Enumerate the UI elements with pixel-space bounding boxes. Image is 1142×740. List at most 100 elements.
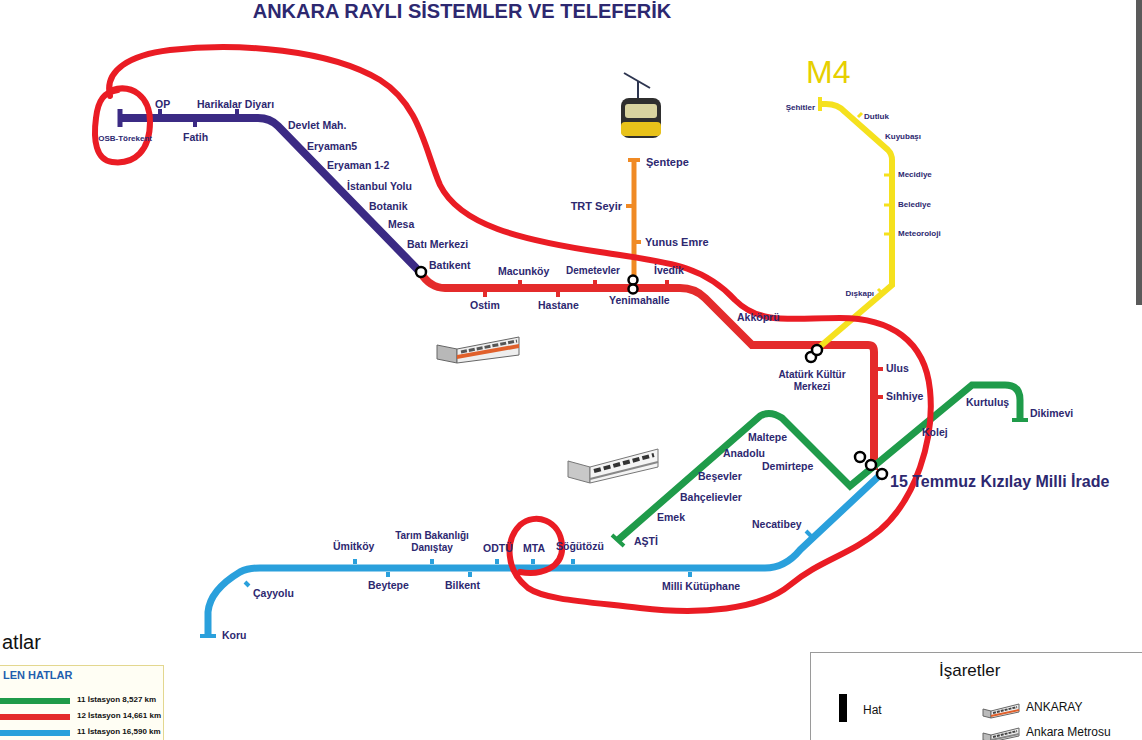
train-front bbox=[568, 461, 590, 483]
legend-label: Hat bbox=[863, 704, 882, 718]
rail-line bbox=[618, 385, 1020, 540]
station-name: Söğütözü bbox=[556, 540, 604, 552]
legend-symbol bbox=[981, 725, 1021, 740]
hanger bbox=[637, 81, 639, 99]
train-front bbox=[983, 709, 991, 718]
station-name: Maltepe bbox=[748, 431, 787, 443]
legend-label: 12 İstasyon 14,661 km bbox=[77, 711, 161, 720]
station-name: Atatürk Kültür Merkezi bbox=[770, 369, 854, 392]
station-name: Mesa bbox=[388, 218, 414, 230]
station-name: Ostim bbox=[470, 299, 500, 311]
station-name: Ümitköy bbox=[333, 540, 374, 552]
station-name: İstanbul Yolu bbox=[347, 180, 412, 192]
legend-panel: İşaretlerHat ANKARAY Ankara Metrosu bbox=[810, 652, 1142, 740]
station-name: Necatibey bbox=[752, 518, 802, 530]
transfer-ring bbox=[877, 469, 887, 479]
station-name: Beytepe bbox=[368, 579, 409, 591]
legend-label: ANKARAY bbox=[1026, 701, 1082, 715]
station-name: Anadolu bbox=[723, 447, 765, 459]
train-side bbox=[457, 337, 519, 363]
annotation-loop bbox=[109, 47, 931, 611]
gondola-base bbox=[621, 122, 661, 136]
gondola-body bbox=[621, 98, 661, 138]
line-symbol bbox=[839, 694, 847, 722]
station-name: Mecidiye bbox=[898, 170, 932, 179]
edge-strip bbox=[1136, 0, 1142, 305]
station-name: OSB-Törekent bbox=[98, 134, 152, 143]
station-name: Bilkent bbox=[445, 579, 480, 591]
rail-line bbox=[816, 104, 892, 350]
station-name: Yunus Emre bbox=[645, 236, 709, 249]
transfer-ring bbox=[416, 267, 426, 277]
legend-label: Ankara Metrosu bbox=[1026, 726, 1111, 740]
station-name: Batı Merkezi bbox=[407, 238, 468, 250]
station-name: Macunköy bbox=[498, 265, 549, 277]
station-name: Akköprü bbox=[737, 311, 780, 323]
station-name: Şentepe bbox=[646, 156, 689, 169]
train-stripe bbox=[590, 462, 658, 479]
station-tick bbox=[858, 113, 889, 293]
station-tick bbox=[245, 531, 811, 586]
panel-heading: İşaretler bbox=[939, 661, 1000, 681]
rail-line bbox=[632, 160, 637, 288]
station-tick bbox=[626, 206, 641, 242]
station-name: Kuyubaşı bbox=[885, 132, 921, 141]
section-heading: atlar bbox=[2, 631, 41, 654]
line-name: M4 bbox=[806, 54, 850, 91]
train-icon bbox=[437, 337, 519, 363]
train-windows bbox=[594, 455, 654, 471]
train-front bbox=[983, 733, 991, 740]
station-tick bbox=[485, 280, 883, 397]
station-name: Kolej bbox=[922, 426, 948, 438]
train-windows bbox=[461, 341, 517, 352]
legend-symbol bbox=[981, 701, 1021, 729]
transfer-rings bbox=[416, 267, 887, 479]
train-side bbox=[590, 449, 658, 483]
train-windows bbox=[993, 707, 1017, 713]
station-name: Belediye bbox=[898, 200, 931, 209]
station-name: Yenimahalle bbox=[609, 294, 670, 306]
legend-panel: LEN HATLAR 11 İstasyon 8,527 km 12 İstasyo… bbox=[0, 665, 164, 740]
station-name: ODTÜ bbox=[483, 542, 513, 554]
transfer-ring bbox=[812, 345, 822, 355]
gondola-window bbox=[625, 104, 657, 118]
station-name: TRT Seyir bbox=[571, 200, 622, 213]
station-name: Eryaman5 bbox=[307, 140, 357, 152]
station-name: Sıhhiye bbox=[886, 390, 923, 402]
station-name: Demetevler bbox=[566, 265, 620, 277]
legend-label: 11 İstasyon 8,527 km bbox=[77, 695, 156, 704]
station-name: Hastane bbox=[538, 299, 579, 311]
legend-swatch bbox=[0, 714, 70, 720]
station-tick bbox=[160, 109, 237, 127]
station-name: İvedik bbox=[654, 264, 684, 276]
station-name: Demirtepe bbox=[762, 460, 813, 472]
station-name: Emek bbox=[657, 511, 685, 523]
train-side bbox=[991, 728, 1019, 740]
station-name: AŞTİ bbox=[634, 535, 658, 547]
transfer-ring bbox=[629, 276, 638, 285]
legend-swatch bbox=[0, 730, 70, 736]
station-name: Ulus bbox=[886, 362, 909, 374]
line-end-cap bbox=[818, 97, 822, 111]
train-windows bbox=[993, 731, 1017, 737]
line-end-cap bbox=[118, 109, 123, 127]
panel-heading: LEN HATLAR bbox=[3, 669, 72, 682]
station-name: OP bbox=[155, 98, 170, 110]
rail-line bbox=[120, 118, 420, 272]
train-side bbox=[991, 704, 1019, 718]
station-name: Dikimevi bbox=[1030, 407, 1073, 419]
legend-swatch bbox=[0, 698, 70, 704]
station-name: Dutluk bbox=[864, 112, 889, 121]
station-name: Bahçelievler bbox=[680, 491, 742, 503]
station-name: Harikalar Diyarı bbox=[197, 98, 274, 110]
station-name: MTA bbox=[523, 542, 545, 554]
station-name: Milli Kütüphane bbox=[662, 580, 740, 592]
station-name: Fatih bbox=[183, 131, 208, 143]
station-name: Devlet Mah. bbox=[288, 119, 346, 131]
station-name: 15 Temmuz Kızılay Milli İrade bbox=[890, 473, 1109, 491]
station-name: Tarım Bakanlığı Danıştay bbox=[386, 530, 478, 553]
transfer-ring bbox=[855, 452, 865, 462]
station-name: Batıkent bbox=[429, 259, 470, 271]
map-title: ANKARA RAYLI SİSTEMLER VE TELEFERİK bbox=[253, 0, 672, 23]
